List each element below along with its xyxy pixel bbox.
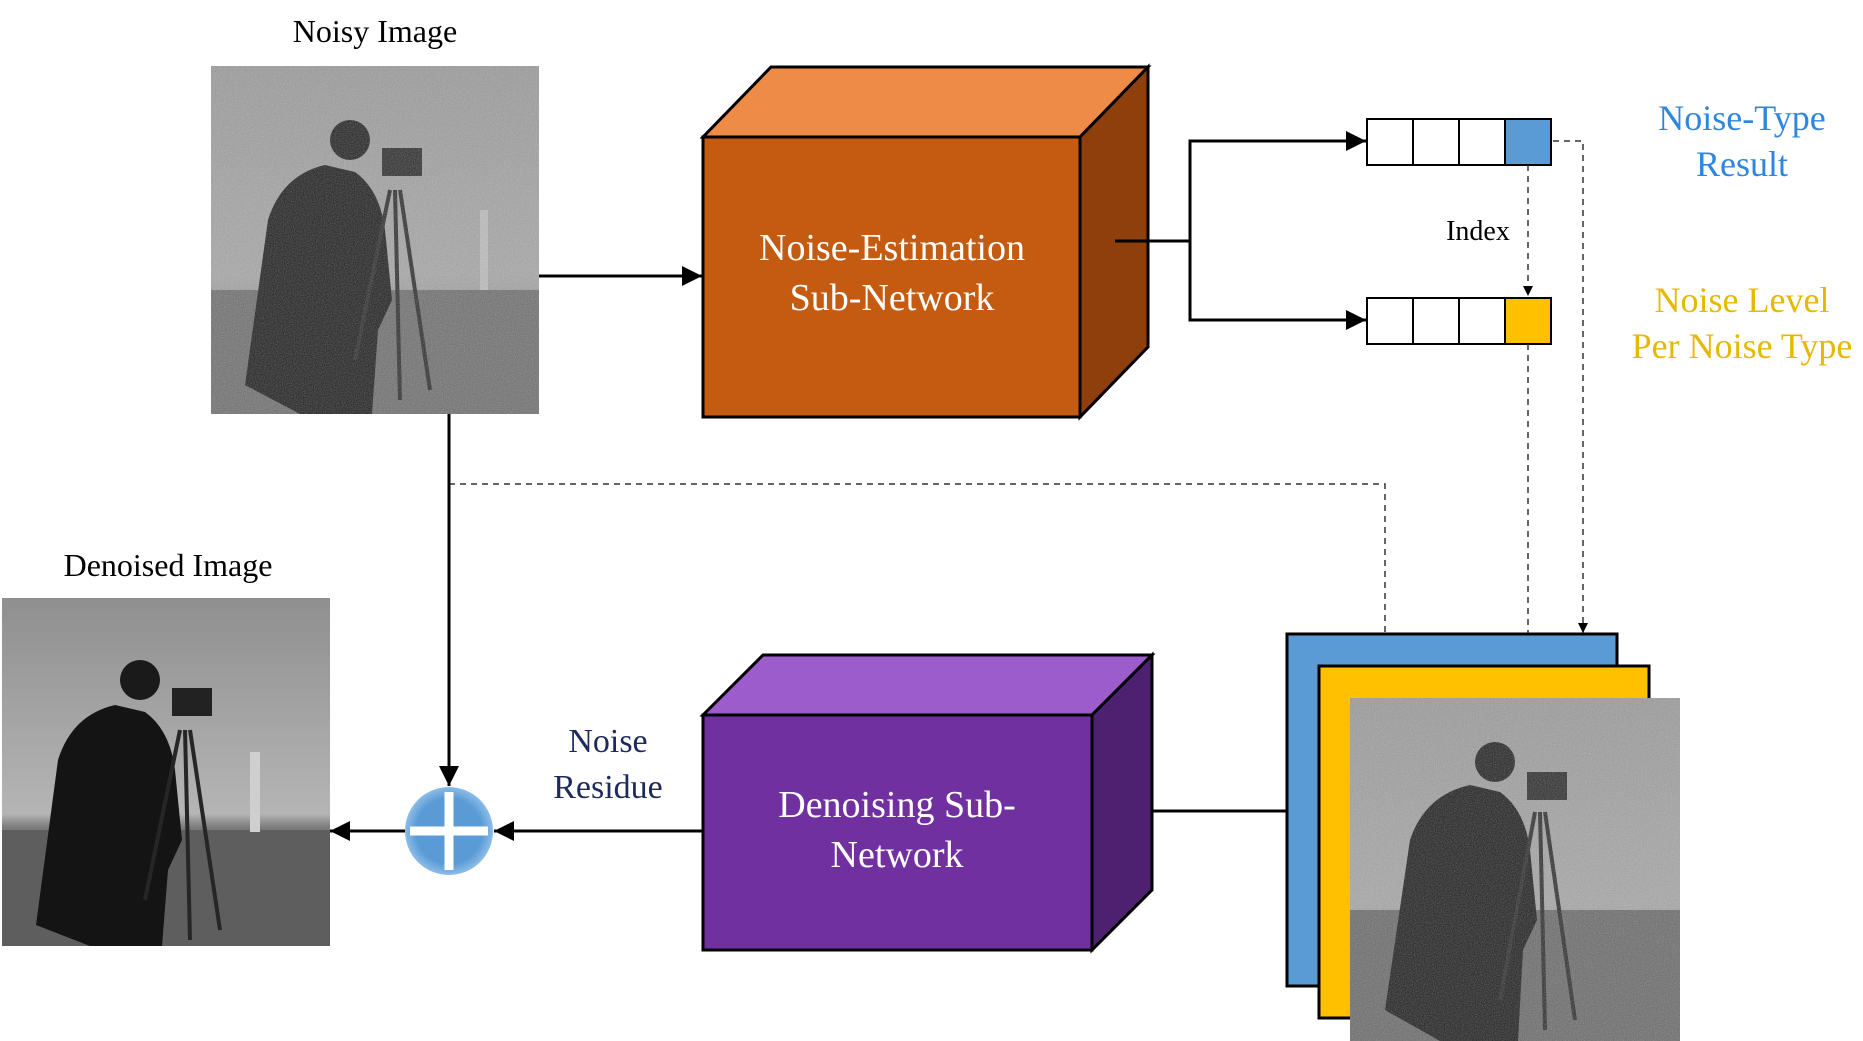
denoising-label-line1: Denoising Sub- <box>778 784 1016 826</box>
denoising-subnetwork <box>699 651 1156 954</box>
noise-residue-line2: Residue <box>553 769 663 806</box>
noise-residue-line1: Noise <box>568 723 647 760</box>
noise-level-line1: Noise Level <box>1655 280 1830 320</box>
noise-estimation-label-line1: Noise-Estimation <box>759 227 1025 269</box>
noise-estimation-label-line2: Sub-Network <box>790 277 995 319</box>
noisy-image <box>211 66 539 414</box>
noisy-image-title: Noisy Image <box>293 13 457 49</box>
noise-type-result-line2: Result <box>1696 144 1788 184</box>
stacked-input-maps <box>1285 632 1680 1041</box>
noise-type-vector <box>1366 118 1552 166</box>
plus-circle-icon <box>405 787 493 875</box>
noise-level-line2: Per Noise Type <box>1632 326 1853 366</box>
dashed-connectors <box>449 140 1588 697</box>
branch-connector <box>1115 131 1366 330</box>
index-label: Index <box>1446 216 1510 247</box>
noise-estimation-subnetwork <box>699 63 1152 421</box>
noise-type-result-line1: Noise-Type <box>1658 98 1825 138</box>
noise-level-vector <box>1366 297 1552 345</box>
denoising-label-line2: Network <box>831 834 964 876</box>
denoised-image-title: Denoised Image <box>64 547 273 583</box>
denoised-image <box>2 598 330 946</box>
stacked-noisy-image <box>1350 698 1680 1041</box>
